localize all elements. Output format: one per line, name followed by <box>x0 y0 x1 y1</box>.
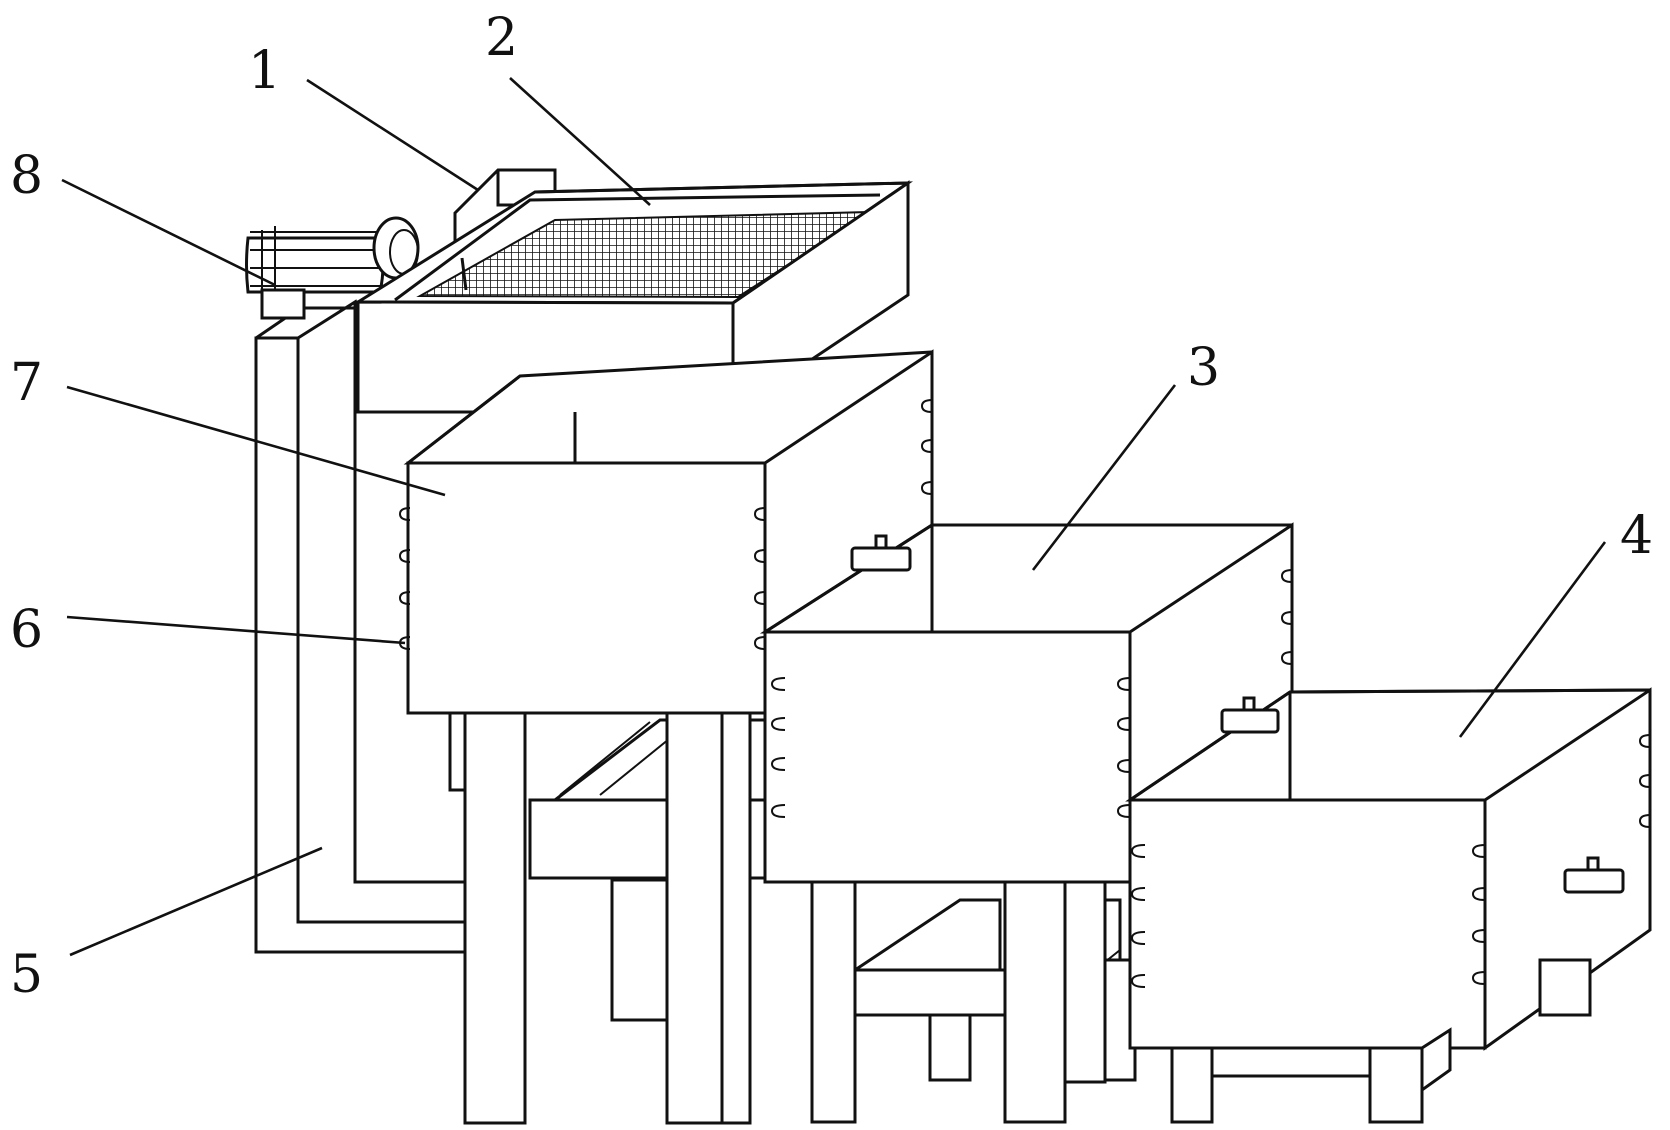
callout-5: 5 <box>10 945 43 1005</box>
clip-hooks <box>398 399 1651 988</box>
callout-8: 8 <box>10 146 43 206</box>
screen-box <box>352 168 914 415</box>
stand-4 <box>1170 958 1592 1124</box>
stand-3 <box>810 880 1137 1124</box>
callout-3: 3 <box>1187 338 1220 398</box>
callout-2: 2 <box>485 8 518 68</box>
motor <box>245 216 420 320</box>
callout-6: 6 <box>10 600 43 660</box>
valves <box>850 534 1625 894</box>
callout-1: 1 <box>248 41 281 101</box>
callout-labels: 1 2 3 4 5 6 7 8 <box>10 8 1653 1005</box>
callout-7: 7 <box>10 353 43 413</box>
callout-4: 4 <box>1620 506 1653 566</box>
stand-7 <box>463 711 772 1125</box>
leader-lines <box>61 77 1607 957</box>
